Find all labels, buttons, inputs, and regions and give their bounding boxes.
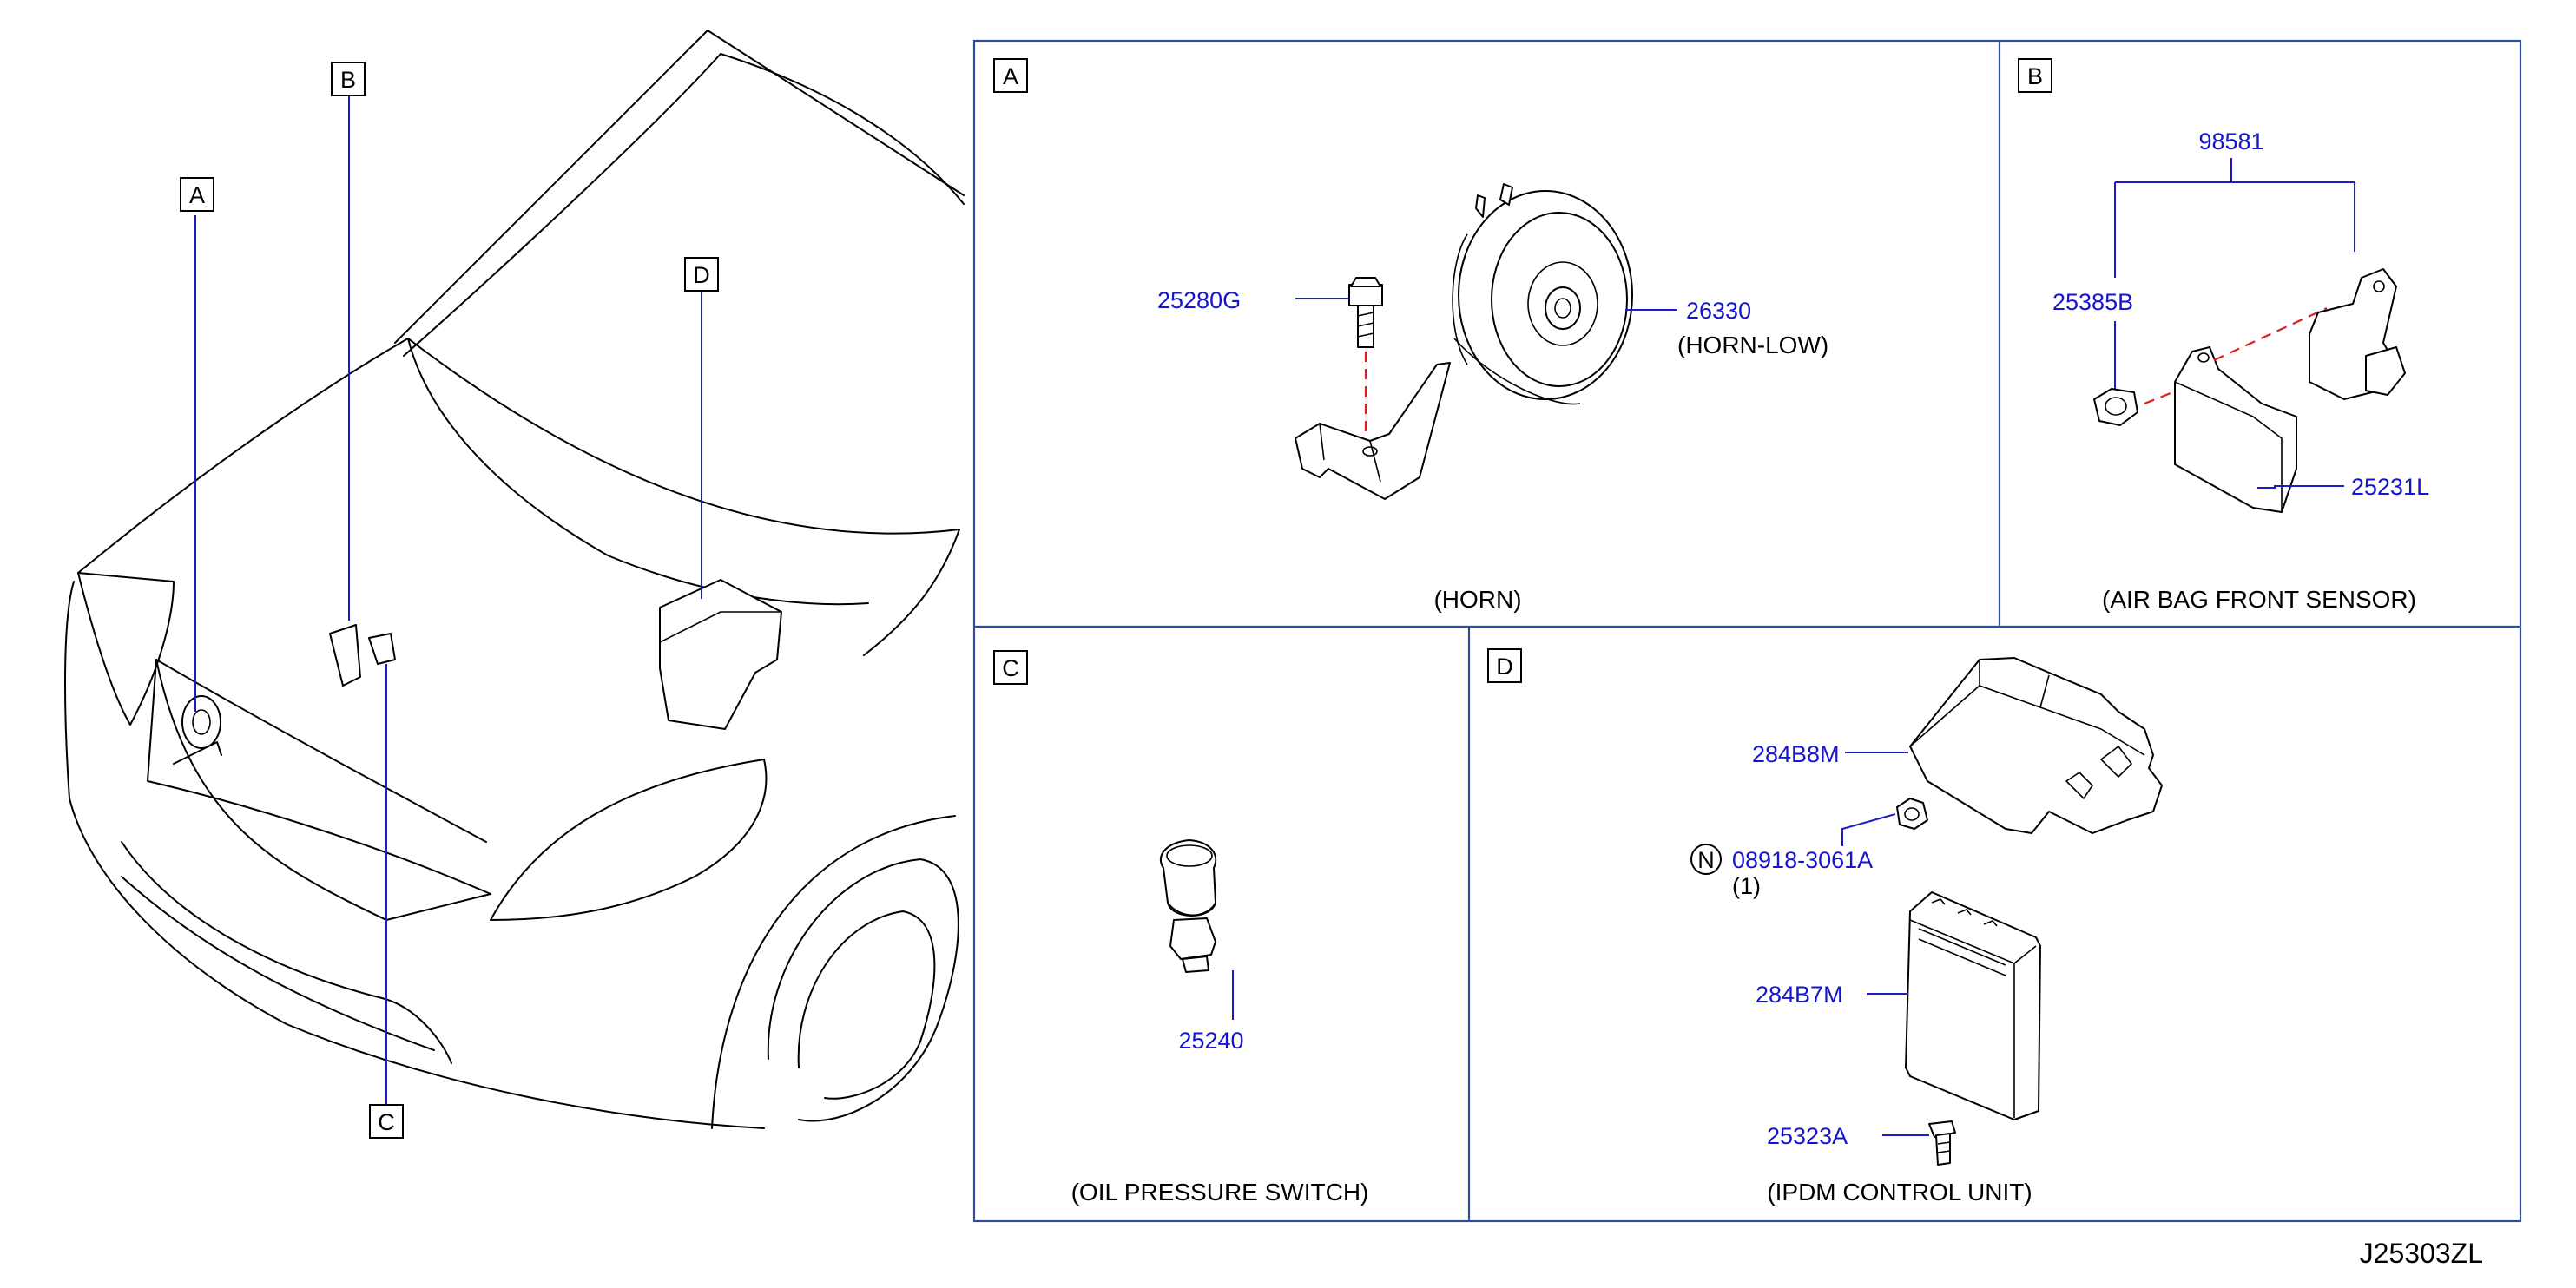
- ipdm-unit-icon: [1905, 891, 2041, 1120]
- wheel-arch: [711, 815, 956, 1129]
- panel-d-caption: (IPDM CONTROL UNIT): [1767, 1179, 2032, 1206]
- sensor-icon: [2309, 268, 2406, 400]
- part-number-26330[interactable]: 26330: [1686, 298, 1751, 324]
- bumper-outline: [64, 581, 765, 1129]
- part-number-284b7m[interactable]: 284B7M: [1756, 982, 1843, 1008]
- svg-text:D: D: [1496, 654, 1513, 680]
- panel-b-caption: (AIR BAG FRONT SENSOR): [2102, 586, 2416, 613]
- wheel-rim: [797, 910, 936, 1100]
- ipdm-cover-icon: [1909, 657, 2163, 834]
- marker-b[interactable]: B: [331, 62, 366, 96]
- panel-c-marker[interactable]: C: [993, 650, 1028, 685]
- svg-text:D: D: [693, 262, 710, 288]
- horn-icon: [1452, 183, 1633, 405]
- right-headlight: [490, 759, 768, 921]
- left-headlight: [77, 572, 175, 726]
- svg-text:A: A: [189, 182, 205, 208]
- svg-text:A: A: [1003, 63, 1018, 89]
- wheel-tire: [767, 858, 959, 1122]
- fender-line: [863, 529, 960, 656]
- svg-text:B: B: [340, 67, 356, 93]
- airbag-sensor-small-icon: [329, 624, 361, 687]
- panel-c-caption: (OIL PRESSURE SWITCH): [1071, 1179, 1369, 1206]
- grille-upper: [147, 659, 491, 921]
- part-name-horn-low: (HORN-LOW): [1677, 332, 1828, 358]
- part-number-284b8m[interactable]: 284B8M: [1752, 741, 1840, 767]
- roof-line: [403, 53, 965, 357]
- hood-outline: [77, 338, 960, 574]
- horn-small-icon: [181, 695, 221, 749]
- part-number-25240[interactable]: 25240: [1178, 1028, 1243, 1054]
- part-number-25231l[interactable]: 25231L: [2351, 474, 2429, 500]
- marker-d[interactable]: D: [684, 257, 719, 292]
- hood-crease: [407, 338, 869, 606]
- svg-text:C: C: [378, 1109, 395, 1135]
- grille-crease: [155, 659, 487, 843]
- panel-airbag-sensor: B 98581 25385B 25231L (AIR BAG FRONT SEN…: [2018, 58, 2429, 613]
- panel-a-marker[interactable]: A: [993, 58, 1028, 93]
- svg-text:B: B: [2027, 63, 2043, 89]
- nut-icon: [2093, 388, 2138, 426]
- panel-a-caption: (HORN): [1433, 586, 1521, 613]
- marker-a[interactable]: A: [180, 177, 214, 212]
- svg-text:C: C: [1002, 655, 1019, 681]
- oil-pressure-switch-icon: [1159, 839, 1217, 973]
- part-number-98581[interactable]: 98581: [2198, 128, 2263, 154]
- part-number-25280g[interactable]: 25280G: [1157, 287, 1241, 313]
- horn-bracket: [1295, 362, 1451, 500]
- panel-oil-pressure-switch: C 25240 (OIL PRESSURE SWITCH): [993, 650, 1369, 1206]
- lower-grille: [121, 841, 452, 1064]
- bolt-icon: [1348, 277, 1383, 348]
- n-prefix-circle: [1690, 844, 1722, 875]
- panel-horn: A 25280G 26330 (HORN-L: [993, 58, 1828, 613]
- part-number-25323a[interactable]: 25323A: [1767, 1123, 1848, 1149]
- n-prefix: N: [1697, 847, 1715, 873]
- panel-frames: [972, 39, 2522, 1223]
- windshield-edge: [394, 30, 965, 344]
- diagram-id: J25303ZL: [2360, 1238, 2483, 1269]
- part-qty: (1): [1732, 873, 1761, 899]
- panel-b-marker[interactable]: B: [2018, 58, 2052, 93]
- part-number-08918-3061a[interactable]: 08918-3061A: [1732, 847, 1873, 873]
- sensor-bracket: [2174, 346, 2297, 513]
- nut-n-icon: [1896, 798, 1928, 830]
- ipdm-bolt-icon: [1928, 1120, 1956, 1166]
- marker-c[interactable]: C: [369, 1104, 404, 1139]
- car-overview: [64, 30, 965, 1129]
- panel-d-marker[interactable]: D: [1487, 648, 1522, 683]
- panel-ipdm-control-unit: D 284B8M N 08918-3061A (1): [1487, 648, 2163, 1206]
- part-number-25385b[interactable]: 25385B: [2052, 289, 2133, 315]
- ipdm-small-icon: [659, 579, 782, 730]
